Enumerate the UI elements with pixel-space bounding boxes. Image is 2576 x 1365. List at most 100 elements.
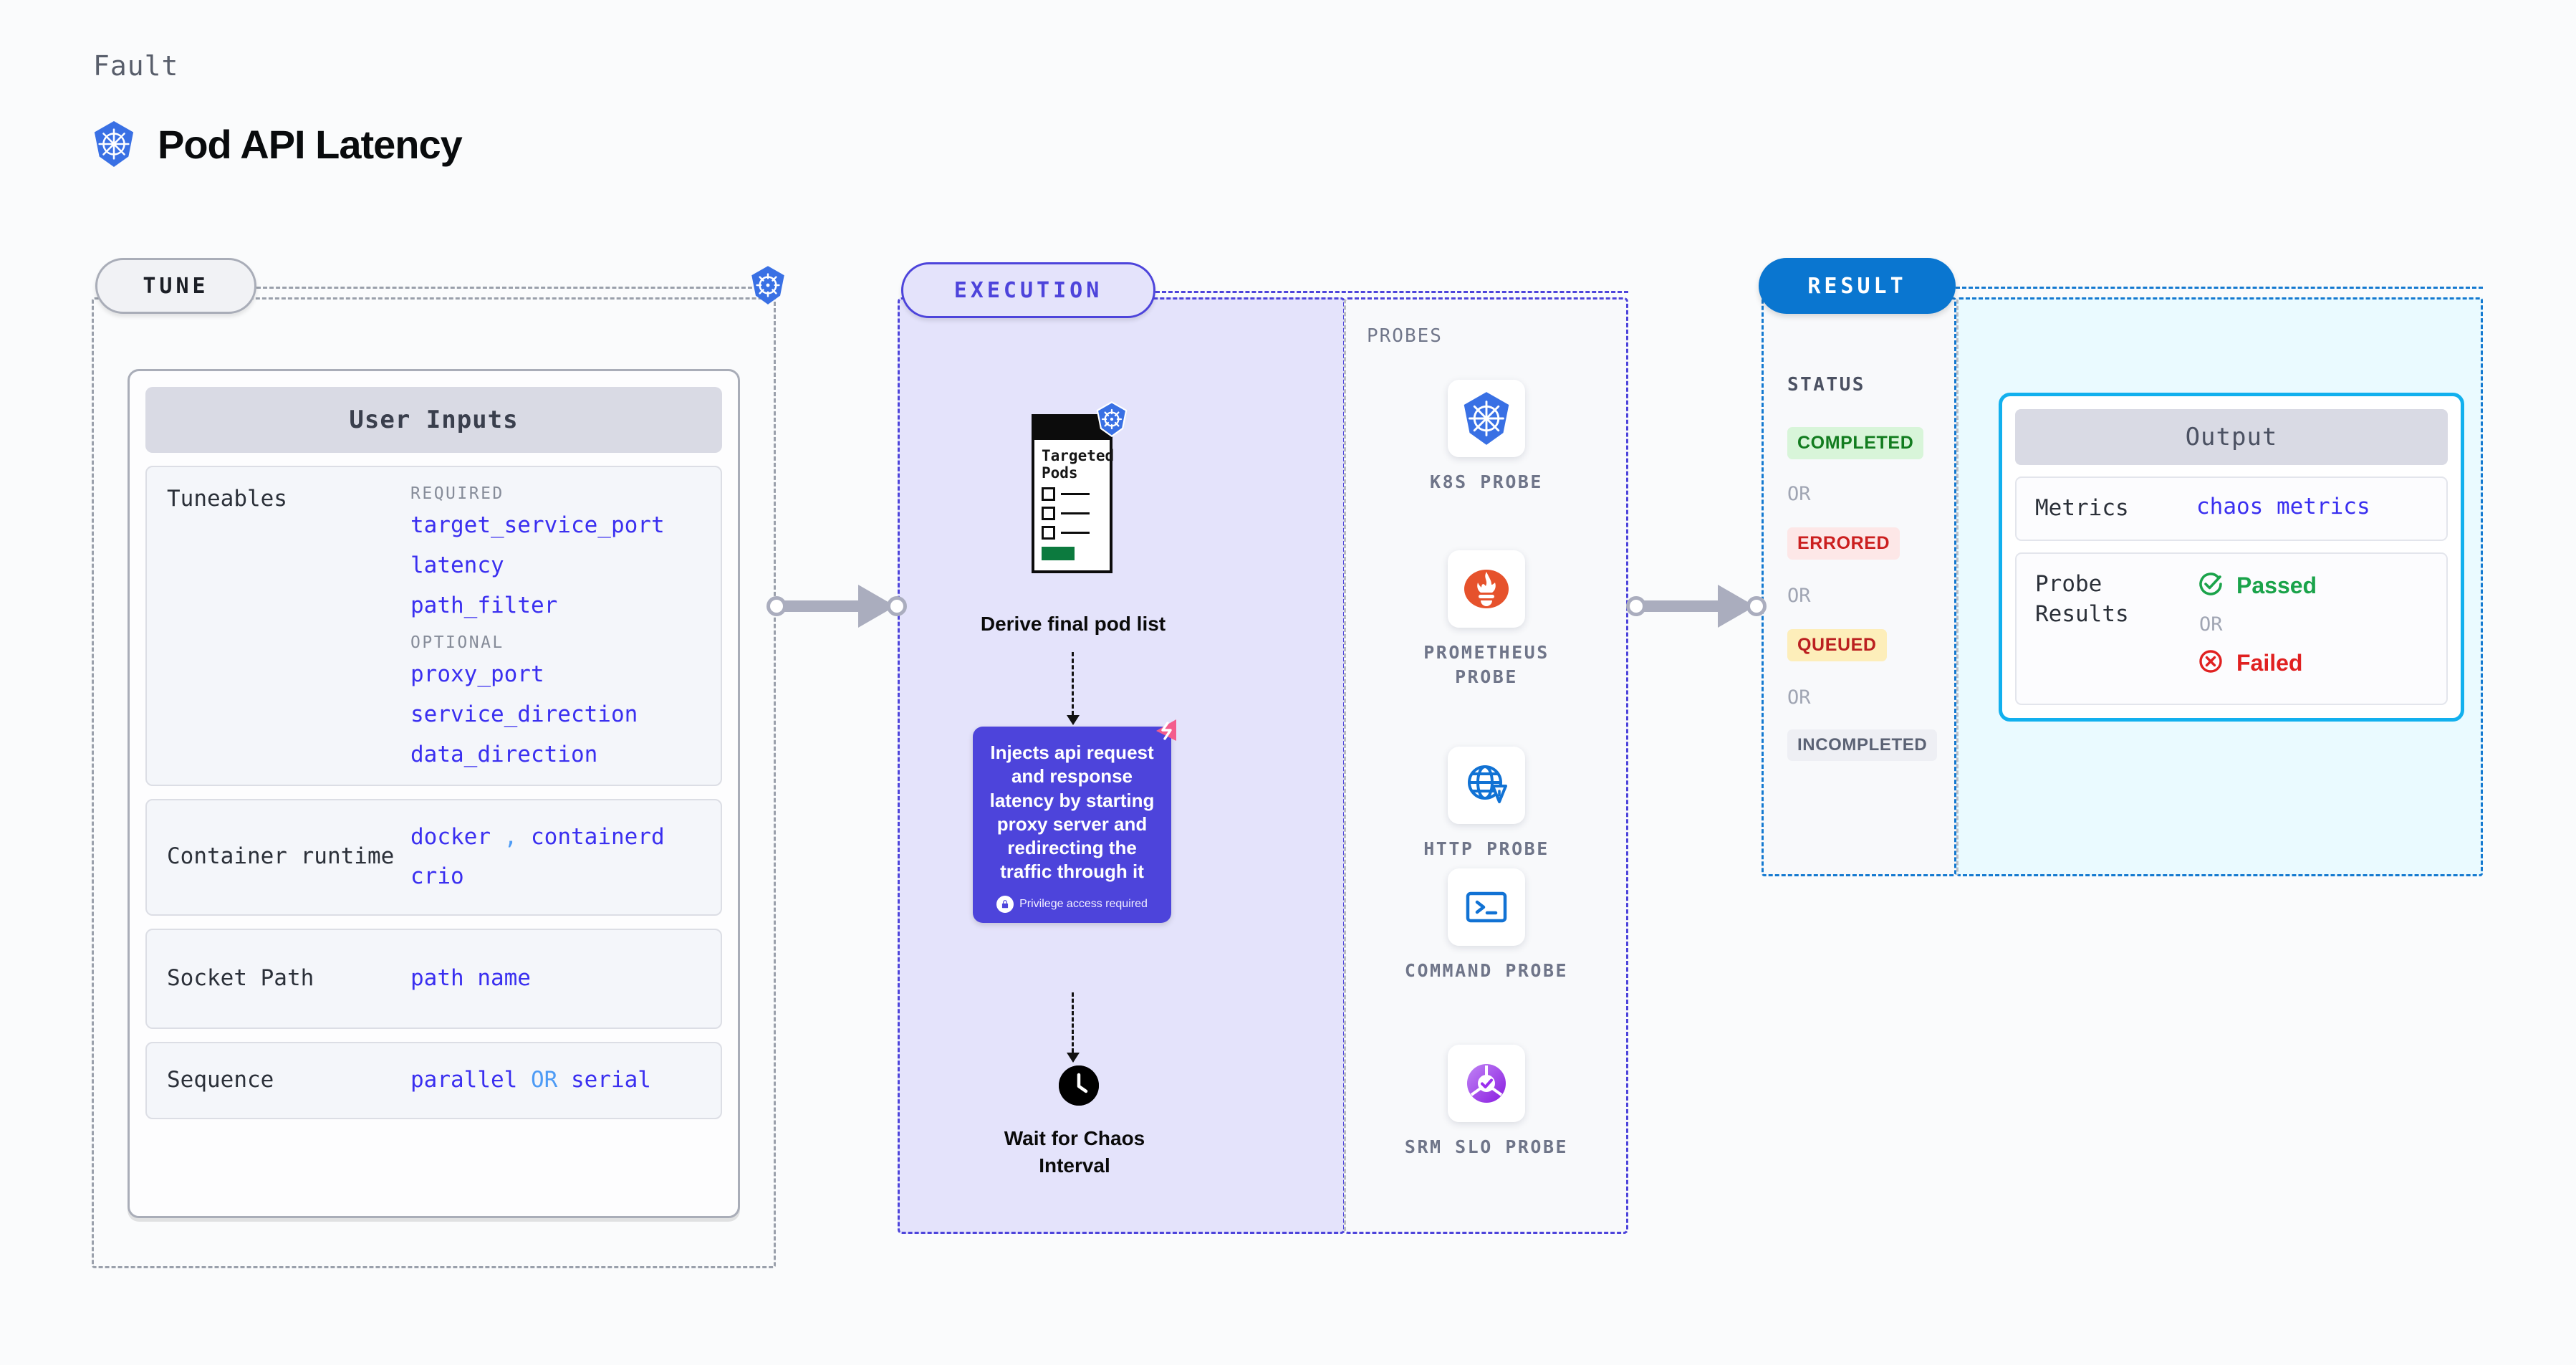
targeted-pods-titlebar [1034, 417, 1110, 440]
result-top-connector [1956, 287, 2483, 289]
runtime-value[interactable]: docker [410, 823, 491, 850]
probe-k8s[interactable]: K8S PROBE [1400, 380, 1572, 494]
tuneable-item[interactable]: target_service_port [410, 512, 665, 538]
pod-list-item [1042, 526, 1102, 540]
probes-title: PROBES [1367, 325, 1443, 347]
terminal-icon [1448, 868, 1525, 946]
runtime-value[interactable]: containerd [531, 823, 665, 850]
privilege-note-text: Privilege access required [1019, 897, 1148, 910]
clock-icon [1059, 1065, 1099, 1106]
container-runtime-label: Container runtime [167, 843, 395, 870]
tuneable-item[interactable]: service_direction [410, 701, 638, 728]
required-kicker: REQUIRED [410, 484, 504, 503]
check-circle-icon [2196, 570, 2225, 602]
tuneable-item[interactable]: proxy_port [410, 661, 544, 688]
connector-tune-execution [766, 585, 910, 628]
optional-kicker: OPTIONAL [410, 633, 504, 653]
probe-result-passed: Passed [2196, 570, 2317, 602]
page-title: Pod API Latency [158, 121, 463, 167]
tuneable-item[interactable]: data_direction [410, 742, 598, 768]
litmus-icon [1152, 717, 1181, 749]
kubernetes-icon [1448, 380, 1525, 457]
tune-panel-boundary [92, 297, 776, 1268]
sequence-value-parallel[interactable]: parallel [410, 1066, 518, 1093]
runtime-separator: , [504, 823, 518, 850]
status-badge-incompleted: INCOMPLETED [1787, 729, 1938, 761]
inject-description-text: Injects api request and response latency… [989, 742, 1155, 883]
placeholder-line [1061, 493, 1090, 496]
kubernetes-icon [92, 120, 136, 168]
metrics-value[interactable]: chaos metrics [2196, 494, 2370, 519]
probe-result-failed-text: Failed [2236, 649, 2303, 676]
probe-result-or: OR [2199, 613, 2223, 636]
inject-description-card: Injects api request and response latency… [973, 719, 1176, 923]
probe-srm-slo[interactable]: SRM SLO PROBE [1400, 1045, 1572, 1159]
execution-top-connector [1155, 291, 1628, 293]
placeholder-line [1061, 512, 1090, 515]
http-globe-icon [1448, 747, 1525, 824]
status-badge-queued: QUEUED [1787, 629, 1887, 661]
page-title-row: Pod API Latency [92, 120, 463, 168]
sequence-value-serial[interactable]: serial [570, 1066, 651, 1093]
runtime-value[interactable]: crio [410, 863, 464, 890]
checkbox-icon [1042, 526, 1055, 540]
probe-prometheus[interactable]: PROMETHEUS PROBE [1400, 550, 1572, 689]
socket-path-value[interactable]: path name [410, 965, 531, 992]
probe-label: K8S PROBE [1430, 471, 1543, 492]
kubernetes-icon [749, 265, 787, 309]
checkbox-icon [1042, 487, 1055, 502]
socket-path-block: Socket Path path name [145, 929, 722, 1029]
wait-caption-line2: Interval [1039, 1154, 1110, 1177]
tuneables-block: Tuneables REQUIRED target_service_port l… [145, 466, 722, 786]
probe-results-row: Probe Results Passed OR [2015, 552, 2448, 705]
section-pill-result[interactable]: RESULT [1759, 258, 1956, 314]
status-or: OR [1787, 686, 1811, 709]
container-runtime-block: Container runtime docker , containerd cr… [145, 798, 722, 916]
metrics-row: Metrics chaos metrics [2015, 476, 2448, 541]
sequence-block: Sequence parallel OR serial [145, 1041, 722, 1119]
lock-icon [996, 895, 1014, 913]
kubernetes-icon [1095, 401, 1128, 441]
tuneable-item[interactable]: latency [410, 552, 504, 579]
probe-result-passed-text: Passed [2236, 572, 2317, 598]
status-badge-completed: COMPLETED [1787, 427, 1924, 459]
derive-pod-list-caption: Derive final pod list [980, 613, 1166, 635]
probe-results-label: Probe Results [2035, 570, 2129, 627]
user-inputs-card: User Inputs Tuneables REQUIRED target_se… [128, 369, 740, 1218]
srm-slo-icon [1448, 1045, 1525, 1122]
targeted-pods-title-line1: Targeted [1042, 447, 1115, 464]
wait-caption-line1: Wait for Chaos [1004, 1127, 1145, 1149]
probe-command[interactable]: COMMAND PROBE [1400, 868, 1572, 983]
status-or: OR [1787, 483, 1811, 505]
probe-label: PROMETHEUS PROBE [1423, 642, 1549, 687]
user-inputs-header: User Inputs [145, 387, 722, 453]
probe-result-failed: Failed [2196, 647, 2317, 679]
probe-label: COMMAND PROBE [1404, 960, 1569, 981]
connector-execution-result [1626, 585, 1769, 628]
placeholder-line [1061, 532, 1090, 535]
output-header: Output [2015, 409, 2448, 465]
output-card: Output Metrics chaos metrics Probe Resul… [1999, 393, 2464, 722]
section-pill-execution[interactable]: EXECUTION [901, 262, 1155, 318]
status-title: STATUS [1787, 374, 1865, 396]
status-or: OR [1787, 585, 1811, 607]
pod-list-item [1042, 487, 1102, 502]
targeted-pods-card: Targeted Pods [1032, 401, 1128, 574]
probe-label: HTTP PROBE [1423, 838, 1549, 859]
checkbox-icon [1042, 507, 1055, 521]
privilege-note: Privilege access required [984, 895, 1160, 913]
sequence-label: Sequence [167, 1066, 274, 1093]
tuneable-item[interactable]: path_filter [410, 593, 558, 619]
x-circle-icon [2196, 647, 2225, 679]
sequence-or: OR [530, 1066, 558, 1093]
section-pill-tune[interactable]: TUNE [95, 258, 256, 314]
targeted-pods-title-line2: Pods [1042, 464, 1078, 482]
pod-list-item [1042, 507, 1102, 521]
result-panel-boundary [1762, 297, 1956, 876]
tuneables-label: Tuneables [167, 486, 287, 512]
status-badge-errored: ERRORED [1787, 527, 1900, 560]
socket-path-label: Socket Path [167, 965, 314, 992]
probe-label: SRM SLO PROBE [1404, 1136, 1569, 1157]
probe-http[interactable]: HTTP PROBE [1400, 747, 1572, 861]
